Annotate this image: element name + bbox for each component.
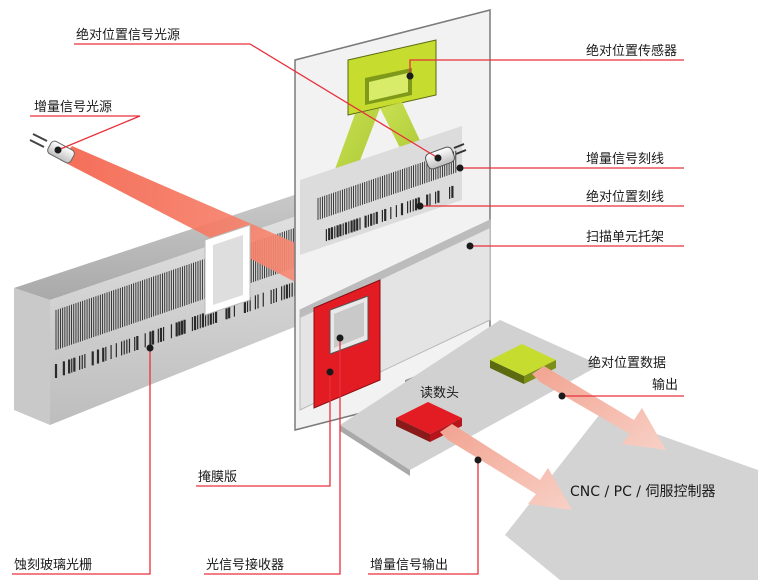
leader-dots: [54, 72, 566, 464]
label-absolute-data-output-1: 绝对位置数据: [588, 356, 667, 371]
scale-front-face: [14, 288, 50, 425]
label-glass-scale: 蚀刻玻璃光栅: [14, 558, 93, 573]
label-incremental-output: 增量信号输出: [370, 558, 449, 573]
controller-platform: [505, 414, 758, 580]
label-absolute-data-output-2: 输出: [652, 378, 679, 393]
label-incremental-graduation: 增量信号刻线: [586, 152, 665, 167]
leader-lines: [12, 43, 684, 575]
inner-scale-strip: [300, 126, 462, 255]
label-controller: CNC / PC / 伺服控制器: [570, 484, 716, 500]
absolute-output-arrow: [532, 366, 666, 450]
incremental-light-beam: [60, 146, 330, 300]
label-read-head: 读数头: [420, 386, 460, 401]
label-photo-receiver: 光信号接收器: [206, 558, 285, 573]
label-absolute-light-source: 绝对位置信号光源: [76, 28, 181, 43]
absolute-position-sensor: [347, 39, 437, 116]
scale-absolute-ticks: [54, 281, 296, 378]
label-scanning-carriage: 扫描单元托架: [586, 230, 665, 245]
label-incremental-light-source: 增量信号光源: [34, 100, 113, 115]
label-mask: 掩膜版: [198, 470, 238, 485]
label-absolute-graduation: 绝对位置刻线: [586, 190, 665, 205]
incremental-output-arrow: [440, 424, 572, 510]
incremental-light-source: [29, 133, 75, 164]
label-absolute-sensor: 绝对位置传感器: [586, 44, 678, 59]
